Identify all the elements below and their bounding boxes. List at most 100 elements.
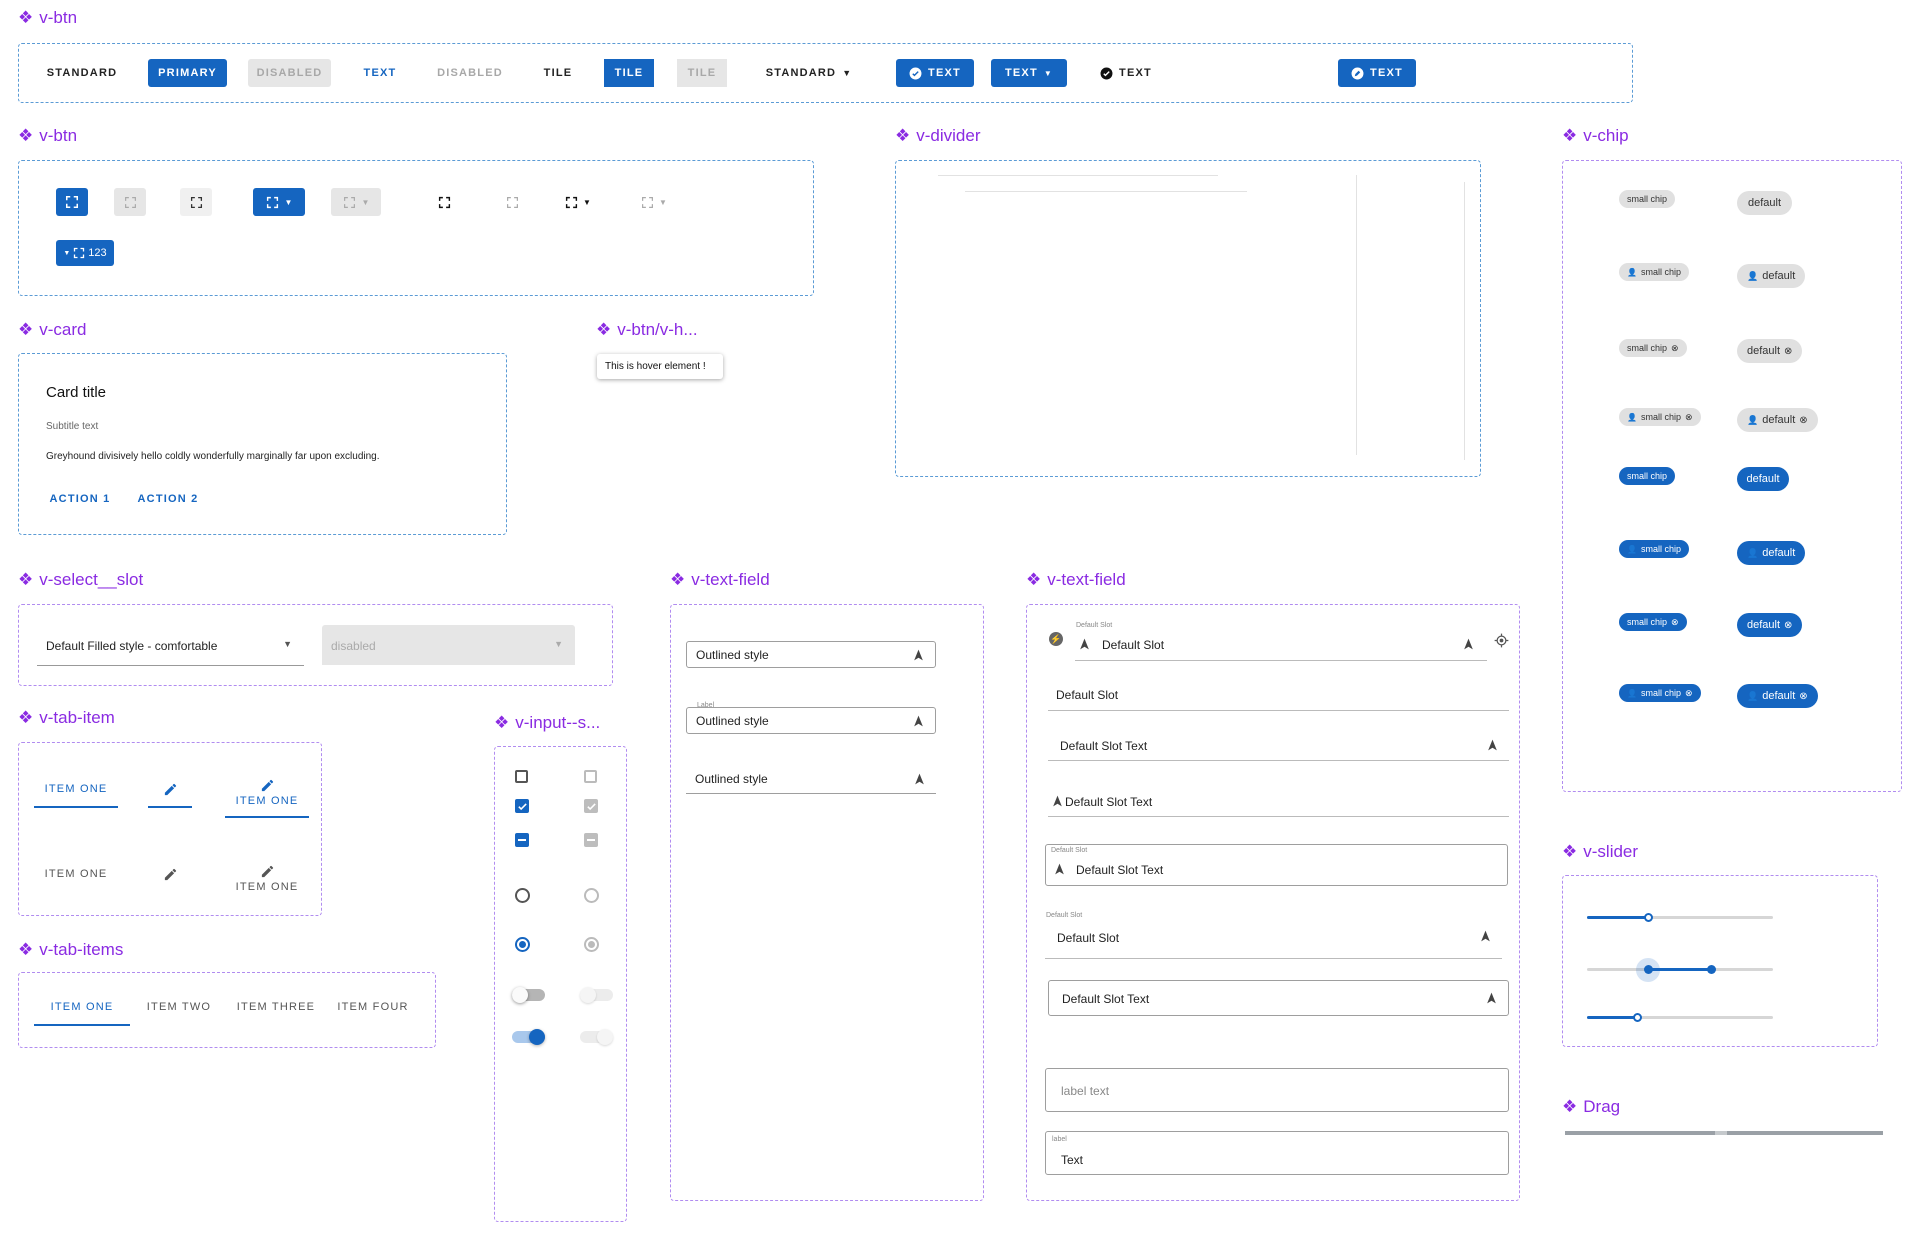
close-circle-icon[interactable]: ⊗ <box>1684 411 1693 422</box>
tab-edit-active[interactable] <box>148 772 192 808</box>
fullscreen-primary-icon-button[interactable] <box>56 188 88 216</box>
tab-edit[interactable] <box>148 857 192 891</box>
flash-icon[interactable]: ⚡ <box>1049 632 1063 646</box>
text-field-slot-3[interactable]: Default Slot Text <box>1048 728 1509 761</box>
component-icon: ❖ <box>1026 570 1042 589</box>
text-field-slot-2[interactable]: Default Slot <box>1048 678 1509 711</box>
drag-grip[interactable] <box>1715 1131 1727 1135</box>
close-circle-icon[interactable]: ⊗ <box>1684 687 1693 698</box>
select-filled[interactable]: Default Filled style - comfortable ▼ <box>37 625 304 666</box>
slider-thumb[interactable] <box>1643 913 1653 922</box>
text-field-label-empty[interactable]: label text <box>1045 1068 1509 1112</box>
standard-menu-button[interactable]: STANDARD ▼ <box>760 59 858 87</box>
slider-1[interactable] <box>1587 912 1773 924</box>
outlined-field-1[interactable]: Outlined style <box>686 641 936 668</box>
card-action-2-button[interactable]: ACTION 2 <box>137 493 199 505</box>
caret-down-icon[interactable]: ▼ <box>283 639 292 649</box>
primary-button[interactable]: PRIMARY <box>148 59 227 87</box>
text-check-primary-button[interactable]: TEXT <box>896 59 974 87</box>
gps-target-icon[interactable] <box>1494 633 1509 648</box>
radio-checked[interactable] <box>515 937 530 952</box>
text-field-slot-6[interactable]: Default Slot Default Slot <box>1045 910 1502 959</box>
close-circle-icon[interactable]: ⊗ <box>1671 342 1679 353</box>
chip-label: default <box>1747 197 1782 209</box>
field-value: Default Slot <box>1056 688 1119 702</box>
button-label: TEXT <box>1004 67 1038 79</box>
fullscreen-menu-primary-button[interactable]: ▼ <box>253 188 305 216</box>
chip-small[interactable]: small chip <box>1619 190 1676 208</box>
close-circle-icon[interactable]: ⊗ <box>1784 345 1793 357</box>
slider-3[interactable] <box>1587 1012 1773 1024</box>
chip-default-avatar-close[interactable]: 👤default⊗ <box>1737 408 1818 432</box>
outlined-field-2[interactable]: Outlined style <box>686 707 936 734</box>
chip-default-primary[interactable]: default <box>1737 467 1789 491</box>
divider-vertical-inset <box>1464 182 1465 460</box>
chip-small-close[interactable]: small chip⊗ <box>1619 339 1687 357</box>
slider-range[interactable] <box>1587 958 1773 982</box>
text-field-slot-7[interactable]: Default Slot Text <box>1048 980 1509 1016</box>
checkbox-unchecked[interactable] <box>515 770 528 783</box>
text-field-slot-1[interactable]: Default Slot Default Slot <box>1075 622 1487 661</box>
switch-thumb <box>512 987 528 1003</box>
card-title: Card title <box>46 384 107 401</box>
text-field-slot-4[interactable]: Default Slot Text <box>1048 784 1509 817</box>
tab-item-one[interactable]: ITEM ONE <box>34 990 130 1026</box>
text-edit-primary-button[interactable]: TEXT <box>1338 59 1416 87</box>
chip-default[interactable]: default <box>1737 191 1792 215</box>
standard-button[interactable]: STANDARD <box>46 67 118 79</box>
chip-small-primary-avatar-close[interactable]: 👤small chip⊗ <box>1619 684 1701 702</box>
chip-default-avatar[interactable]: 👤default <box>1737 264 1806 288</box>
chip-default-close[interactable]: default⊗ <box>1737 339 1803 363</box>
slider-thumb[interactable] <box>1632 1013 1642 1022</box>
disabled-text-button: DISABLED <box>437 67 503 79</box>
pencil-icon <box>164 783 176 795</box>
tab-item-one-active[interactable]: ITEM ONE <box>34 772 118 808</box>
tab-item-three[interactable]: ITEM THREE <box>236 1001 316 1013</box>
fullscreen-standard-icon-button[interactable] <box>180 188 212 216</box>
chip-small-primary-avatar[interactable]: 👤small chip <box>1619 540 1689 558</box>
tile-primary-button[interactable]: TILE <box>604 59 654 87</box>
close-circle-icon[interactable]: ⊗ <box>1799 690 1808 702</box>
fullscreen-menu-text-button[interactable]: ▼ <box>560 190 596 214</box>
tab-edit-item-one-active[interactable]: ITEM ONE <box>225 768 309 818</box>
radio-unchecked[interactable] <box>515 888 530 903</box>
fullscreen-badge-button[interactable]: ▼ 123 <box>56 240 114 266</box>
fullscreen-text-icon-button[interactable] <box>432 190 456 214</box>
close-circle-icon[interactable]: ⊗ <box>1784 619 1793 631</box>
chip-small-avatar[interactable]: 👤small chip <box>1619 263 1689 281</box>
text-check-button[interactable]: TEXT <box>1094 59 1158 87</box>
tab-edit-item-one[interactable]: ITEM ONE <box>225 854 309 902</box>
radio-dot <box>519 941 526 948</box>
text-field-label-filled[interactable]: label Text <box>1045 1131 1509 1175</box>
text-field-slot-5[interactable]: Default Slot Default Slot Text <box>1045 844 1508 886</box>
text-menu-primary-button[interactable]: TEXT ▼ <box>991 59 1067 87</box>
checkbox-unchecked-disabled <box>584 770 597 783</box>
chip-default-primary-close[interactable]: default⊗ <box>1737 613 1803 637</box>
card-action-1-button[interactable]: ACTION 1 <box>49 493 111 505</box>
chip-default-primary-avatar[interactable]: 👤default <box>1737 541 1806 565</box>
slider-thumb-end[interactable] <box>1707 965 1717 974</box>
slider-thumb-start[interactable] <box>1643 965 1653 974</box>
underlined-field-3[interactable]: Outlined style <box>686 766 936 794</box>
navigation-arrow-icon <box>914 649 923 661</box>
checkbox-checked[interactable] <box>515 799 529 813</box>
chip-default-primary-avatar-close[interactable]: 👤default⊗ <box>1737 684 1818 708</box>
switch-off[interactable] <box>512 987 545 1003</box>
chip-small-avatar-close[interactable]: 👤small chip⊗ <box>1619 408 1701 426</box>
field-label: Default Slot <box>1046 912 1083 919</box>
section-title-drag: ❖Drag <box>1562 1097 1620 1117</box>
tile-button[interactable]: TILE <box>543 67 573 79</box>
tab-item-two[interactable]: ITEM TWO <box>146 1001 212 1013</box>
checkbox-indeterminate[interactable] <box>515 833 529 847</box>
tab-item-one[interactable]: ITEM ONE <box>44 868 108 880</box>
text-button[interactable]: TEXT <box>363 67 397 79</box>
chip-small-primary[interactable]: small chip <box>1619 467 1676 485</box>
switch-on[interactable] <box>512 1029 545 1045</box>
tab-item-four[interactable]: ITEM FOUR <box>337 1001 409 1013</box>
navigation-arrow-icon <box>1464 638 1473 650</box>
section-label: v-tab-item <box>39 708 115 727</box>
close-circle-icon[interactable]: ⊗ <box>1799 414 1808 426</box>
chip-small-primary-close[interactable]: small chip⊗ <box>1619 613 1687 631</box>
close-circle-icon[interactable]: ⊗ <box>1671 616 1679 627</box>
hover-tooltip[interactable]: This is hover element ! <box>597 354 723 379</box>
